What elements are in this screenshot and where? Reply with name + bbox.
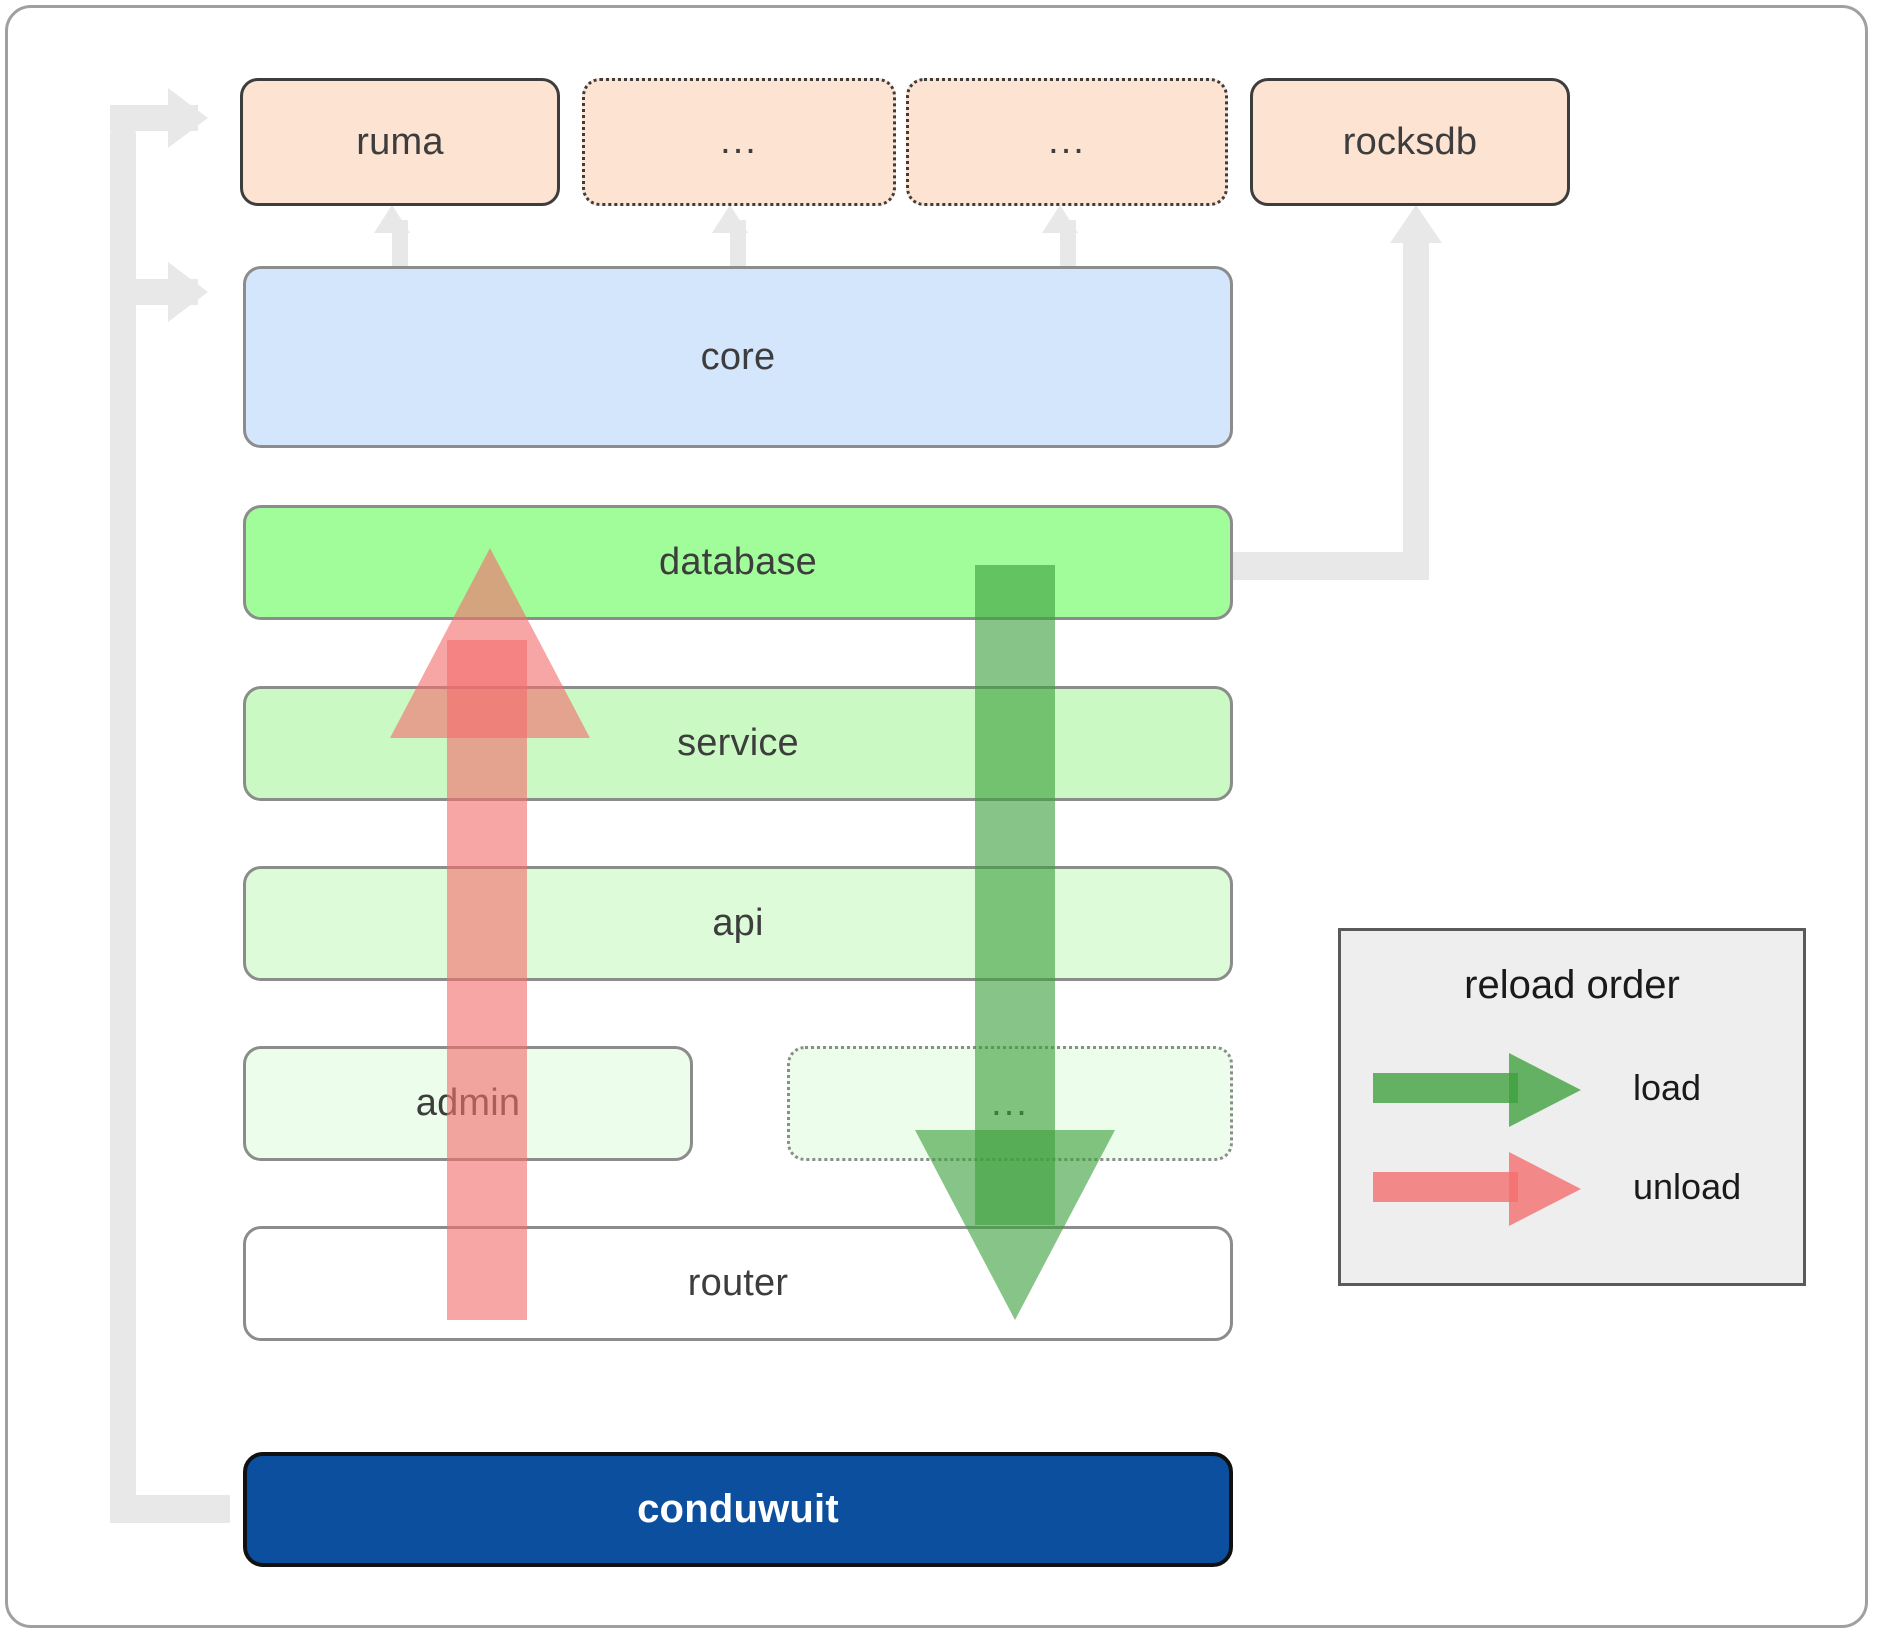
connector-core-to-ruma-shaft [392, 220, 408, 278]
connector-arrow-ruma [168, 88, 208, 148]
node-dep-placeholder-1-label: ... [720, 120, 758, 163]
node-router-label: router [687, 1262, 789, 1304]
node-dep-placeholder-2-label: ... [1048, 120, 1086, 163]
diagram-outer-frame [5, 5, 1868, 1628]
node-core-label: core [700, 335, 776, 378]
connector-core-to-dots2-arrow [1042, 205, 1078, 233]
unload-arrow-shaft [447, 640, 527, 1320]
node-ruma[interactable]: ruma [240, 78, 560, 206]
legend-unload-arrow-head [1509, 1152, 1581, 1226]
connector-arrow-rocksdb [1390, 205, 1442, 243]
connector-left-trunk [110, 128, 136, 1523]
legend-unload-label: unload [1633, 1166, 1742, 1207]
connector-core-to-dots1-arrow [712, 205, 748, 233]
connector-arrow-core [168, 262, 208, 322]
node-ruma-label: ruma [356, 120, 444, 163]
node-router[interactable]: router [243, 1226, 1233, 1341]
connector-right-vertical [1403, 238, 1429, 580]
connector-right-horizontal [1230, 552, 1420, 580]
node-dep-placeholder-2[interactable]: ... [906, 78, 1228, 206]
legend-title: reload order [1464, 963, 1680, 1007]
connector-core-to-dots2-shaft [1060, 220, 1076, 278]
legend-panel: reload order load unload [1338, 928, 1806, 1286]
node-dep-placeholder-1[interactable]: ... [582, 78, 896, 206]
node-rocksdb-label: rocksdb [1342, 120, 1478, 163]
load-arrow-head [915, 1130, 1115, 1320]
legend-load-shaft [1373, 1073, 1518, 1103]
node-rocksdb[interactable]: rocksdb [1250, 78, 1570, 206]
unload-arrow-head [390, 548, 590, 738]
connector-core-to-dots1-shaft [730, 220, 746, 278]
connector-left-bottom-horizontal [110, 1495, 230, 1523]
node-core[interactable]: core [243, 266, 1233, 448]
legend-load-label: load [1633, 1067, 1702, 1108]
node-database-label: database [659, 541, 817, 583]
node-conduwuit-label: conduwuit [637, 1487, 839, 1531]
node-api[interactable]: api [243, 866, 1233, 981]
load-arrow-shaft [975, 565, 1055, 1225]
node-service-label: service [677, 722, 799, 764]
node-api-label: api [712, 902, 764, 944]
node-conduwuit[interactable]: conduwuit [243, 1452, 1233, 1567]
legend-unload-shaft [1373, 1172, 1518, 1202]
connector-core-to-ruma-arrow [374, 205, 410, 233]
legend-load-arrow-head [1509, 1053, 1581, 1127]
